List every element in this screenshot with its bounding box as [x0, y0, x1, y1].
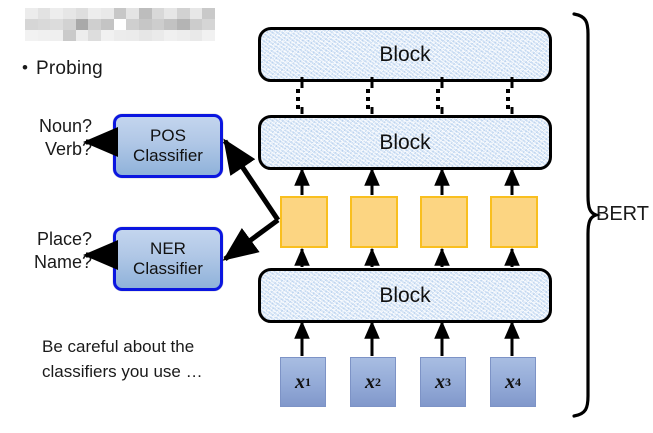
- redaction-tile: [37, 8, 51, 19]
- transformer-block-middle[interactable]: Block: [258, 115, 552, 170]
- input-token-base: x: [435, 370, 445, 393]
- token-to-block-arrows: [294, 320, 520, 356]
- redaction-tile: [126, 8, 139, 19]
- redaction-tile: [88, 30, 101, 41]
- transformer-block-top[interactable]: Block: [258, 27, 552, 82]
- bert-label: BERT: [596, 203, 649, 225]
- redaction-tile: [113, 8, 127, 19]
- ner-classifier-line2: Classifier: [133, 259, 203, 278]
- redaction-tile: [139, 19, 152, 30]
- ner-output-label: Place? Name?: [0, 228, 92, 273]
- input-token-base: x: [295, 370, 305, 393]
- vertical-ellipsis-icon: [506, 89, 510, 109]
- input-token-index: 4: [515, 374, 521, 389]
- redaction-tile: [63, 30, 76, 41]
- input-token-index: 1: [305, 374, 311, 389]
- redacted-title-mosaic: [25, 8, 215, 41]
- redaction-tile: [75, 8, 89, 19]
- hidden-state-1[interactable]: [280, 196, 328, 248]
- vertical-ellipsis-icon: [366, 89, 370, 109]
- block-stack-connectors: [300, 77, 514, 114]
- redaction-tile: [101, 30, 114, 41]
- redaction-tile: [63, 8, 76, 19]
- pos-output-label: Noun? Verb?: [0, 115, 92, 160]
- redaction-tile: [177, 8, 190, 19]
- redaction-tile: [101, 19, 114, 30]
- redaction-tile: [151, 19, 165, 30]
- redaction-tile: [139, 30, 152, 41]
- hidden-state-3[interactable]: [420, 196, 468, 248]
- bullet-marker-icon: •: [22, 58, 29, 77]
- ner-classifier-box[interactable]: NER Classifier: [113, 227, 223, 291]
- redaction-tile: [189, 8, 203, 19]
- redaction-tile: [88, 19, 101, 30]
- bert-brace: [572, 12, 602, 418]
- hidden-state-to-block-arrows: [294, 167, 520, 195]
- redaction-tile: [151, 30, 165, 41]
- redaction-tile: [164, 19, 177, 30]
- hidden-state-2[interactable]: [350, 196, 398, 248]
- vertical-ellipsis-icon: [296, 89, 300, 109]
- redaction-tile: [75, 30, 89, 41]
- input-token-index: 2: [375, 374, 381, 389]
- redaction-tile: [164, 8, 177, 19]
- pos-output-line2: Verb?: [44, 138, 92, 159]
- redaction-tile: [88, 8, 101, 19]
- redaction-tile: [113, 30, 127, 41]
- redaction-tile: [50, 19, 63, 30]
- caution-note: Be careful about the classifiers you use…: [42, 337, 203, 381]
- redaction-tile: [189, 19, 203, 30]
- vertical-ellipsis-icon: [436, 89, 440, 109]
- bullet-label: Probing: [36, 58, 103, 79]
- redaction-tile: [164, 30, 177, 41]
- redaction-tile: [75, 19, 89, 30]
- input-token-index: 3: [445, 374, 451, 389]
- redaction-tile: [101, 8, 114, 19]
- ner-output-line2: Name?: [33, 251, 92, 272]
- redaction-tile: [63, 19, 76, 30]
- bullet-probing: • Probing: [22, 58, 103, 80]
- hidden-state-4[interactable]: [490, 196, 538, 248]
- redaction-tile: [139, 8, 152, 19]
- pos-output-line1: Noun?: [38, 116, 92, 136]
- transformer-block-bottom[interactable]: Block: [258, 268, 552, 323]
- redaction-tile: [202, 19, 215, 30]
- redaction-tile: [126, 19, 139, 30]
- transformer-block-top-label: Block: [379, 42, 431, 66]
- redaction-tile: [202, 30, 215, 41]
- input-token-base: x: [505, 370, 515, 393]
- redaction-tile: [177, 30, 190, 41]
- ner-output-line1: Place?: [36, 229, 92, 249]
- redaction-tile: [25, 30, 38, 41]
- redaction-tile: [189, 30, 203, 41]
- redaction-tile: [50, 30, 63, 41]
- redaction-tile: [177, 19, 190, 30]
- input-token-base: x: [365, 370, 375, 393]
- redaction-tile: [151, 8, 165, 19]
- pos-classifier-line2: Classifier: [133, 146, 203, 165]
- redaction-tile: [25, 8, 38, 19]
- transformer-block-middle-label: Block: [379, 130, 431, 154]
- pos-classifier-line1: POS: [150, 126, 186, 146]
- redaction-tile: [37, 30, 51, 41]
- redaction-tile: [126, 30, 139, 41]
- transformer-block-bottom-label: Block: [379, 283, 431, 307]
- redaction-tile: [113, 19, 127, 30]
- ner-classifier-line1: NER: [150, 239, 186, 259]
- pos-classifier-box[interactable]: POS Classifier: [113, 114, 223, 178]
- redaction-tile: [25, 19, 38, 30]
- redaction-tile: [202, 8, 215, 19]
- redaction-tile: [50, 8, 63, 19]
- redaction-tile: [37, 19, 51, 30]
- block-to-hidden-state-arrows: [294, 247, 520, 267]
